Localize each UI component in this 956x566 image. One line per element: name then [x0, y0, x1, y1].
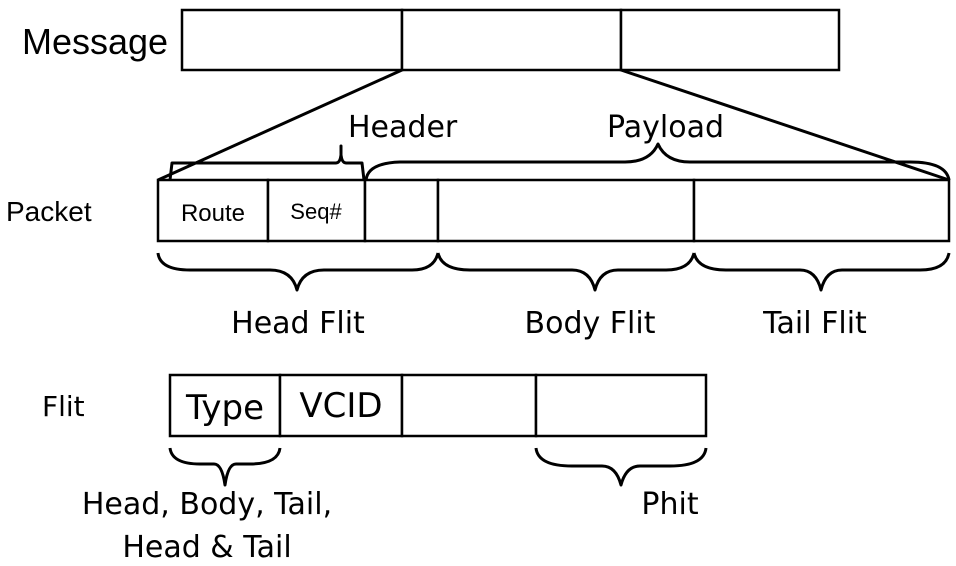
packet-field-seq: [266, 178, 367, 243]
flit-field-vcid: [278, 373, 404, 438]
type-values-line2: Head & Tail: [122, 530, 291, 565]
header-label: Header: [348, 110, 458, 145]
message-segment-1: [180, 8, 404, 72]
flit-field-vcid-text: VCID: [299, 386, 382, 426]
flit-field-type: [168, 373, 282, 438]
flit-field-3: [400, 373, 538, 438]
packet-field-3: [363, 178, 440, 243]
packet-field-route-text: Route: [181, 200, 245, 227]
payload-brace: [364, 142, 951, 181]
packet-field-route: [156, 178, 270, 243]
flit-field-type-text: Type: [185, 388, 264, 428]
message-segment-2: [400, 8, 623, 72]
payload-label: Payload: [607, 110, 724, 145]
head-flit-label: Head Flit: [231, 306, 365, 341]
packet-field-5: [692, 178, 951, 243]
packet-field-seq-text: Seq#: [290, 199, 342, 224]
type-brace: [168, 447, 282, 487]
body-flit-brace: [436, 252, 696, 292]
message-segment-3: [619, 8, 841, 72]
tail-flit-brace: [692, 252, 951, 292]
flit-field-phit: [534, 373, 708, 438]
body-flit-label: Body Flit: [525, 306, 656, 341]
phit-brace: [534, 447, 708, 487]
flit-bar: Type VCID: [168, 373, 708, 438]
phit-label: Phit: [641, 487, 698, 522]
flit-label: Flit: [42, 390, 85, 423]
header-brace: [168, 144, 366, 181]
packet-bar: Route Seq#: [156, 178, 951, 243]
packet-field-4: [436, 178, 696, 243]
packet-label: Packet: [6, 196, 92, 227]
type-values-line1: Head, Body, Tail,: [82, 487, 332, 522]
message-label: Message: [22, 21, 168, 62]
tail-flit-label: Tail Flit: [762, 306, 867, 341]
head-flit-brace: [156, 252, 440, 292]
message-bar: [180, 8, 841, 72]
